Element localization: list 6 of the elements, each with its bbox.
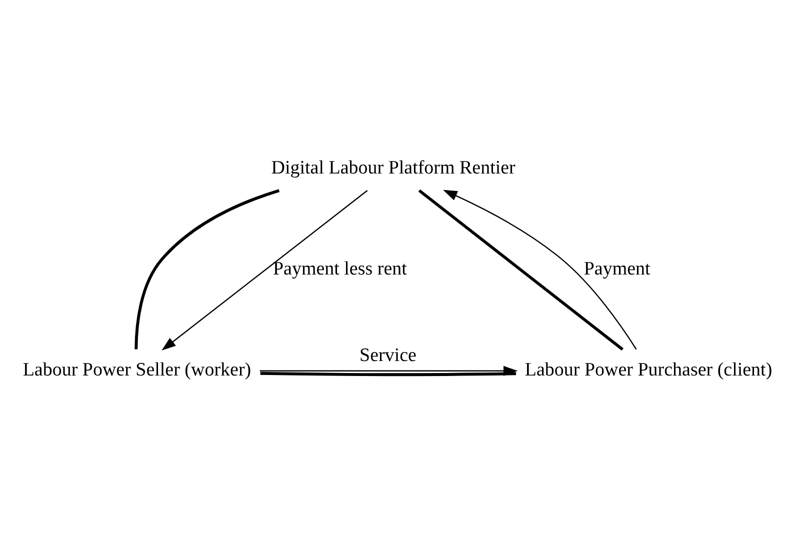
node-text: Digital Labour Platform Rentier bbox=[271, 158, 516, 179]
node-text: Labour Power Seller (worker) bbox=[22, 359, 252, 380]
node-text: Labour Power Purchaser (client) bbox=[524, 359, 772, 380]
edge-label: Service bbox=[360, 345, 416, 366]
edge-label: Payment bbox=[584, 258, 650, 280]
edge-label: Payment less rent bbox=[272, 258, 407, 280]
